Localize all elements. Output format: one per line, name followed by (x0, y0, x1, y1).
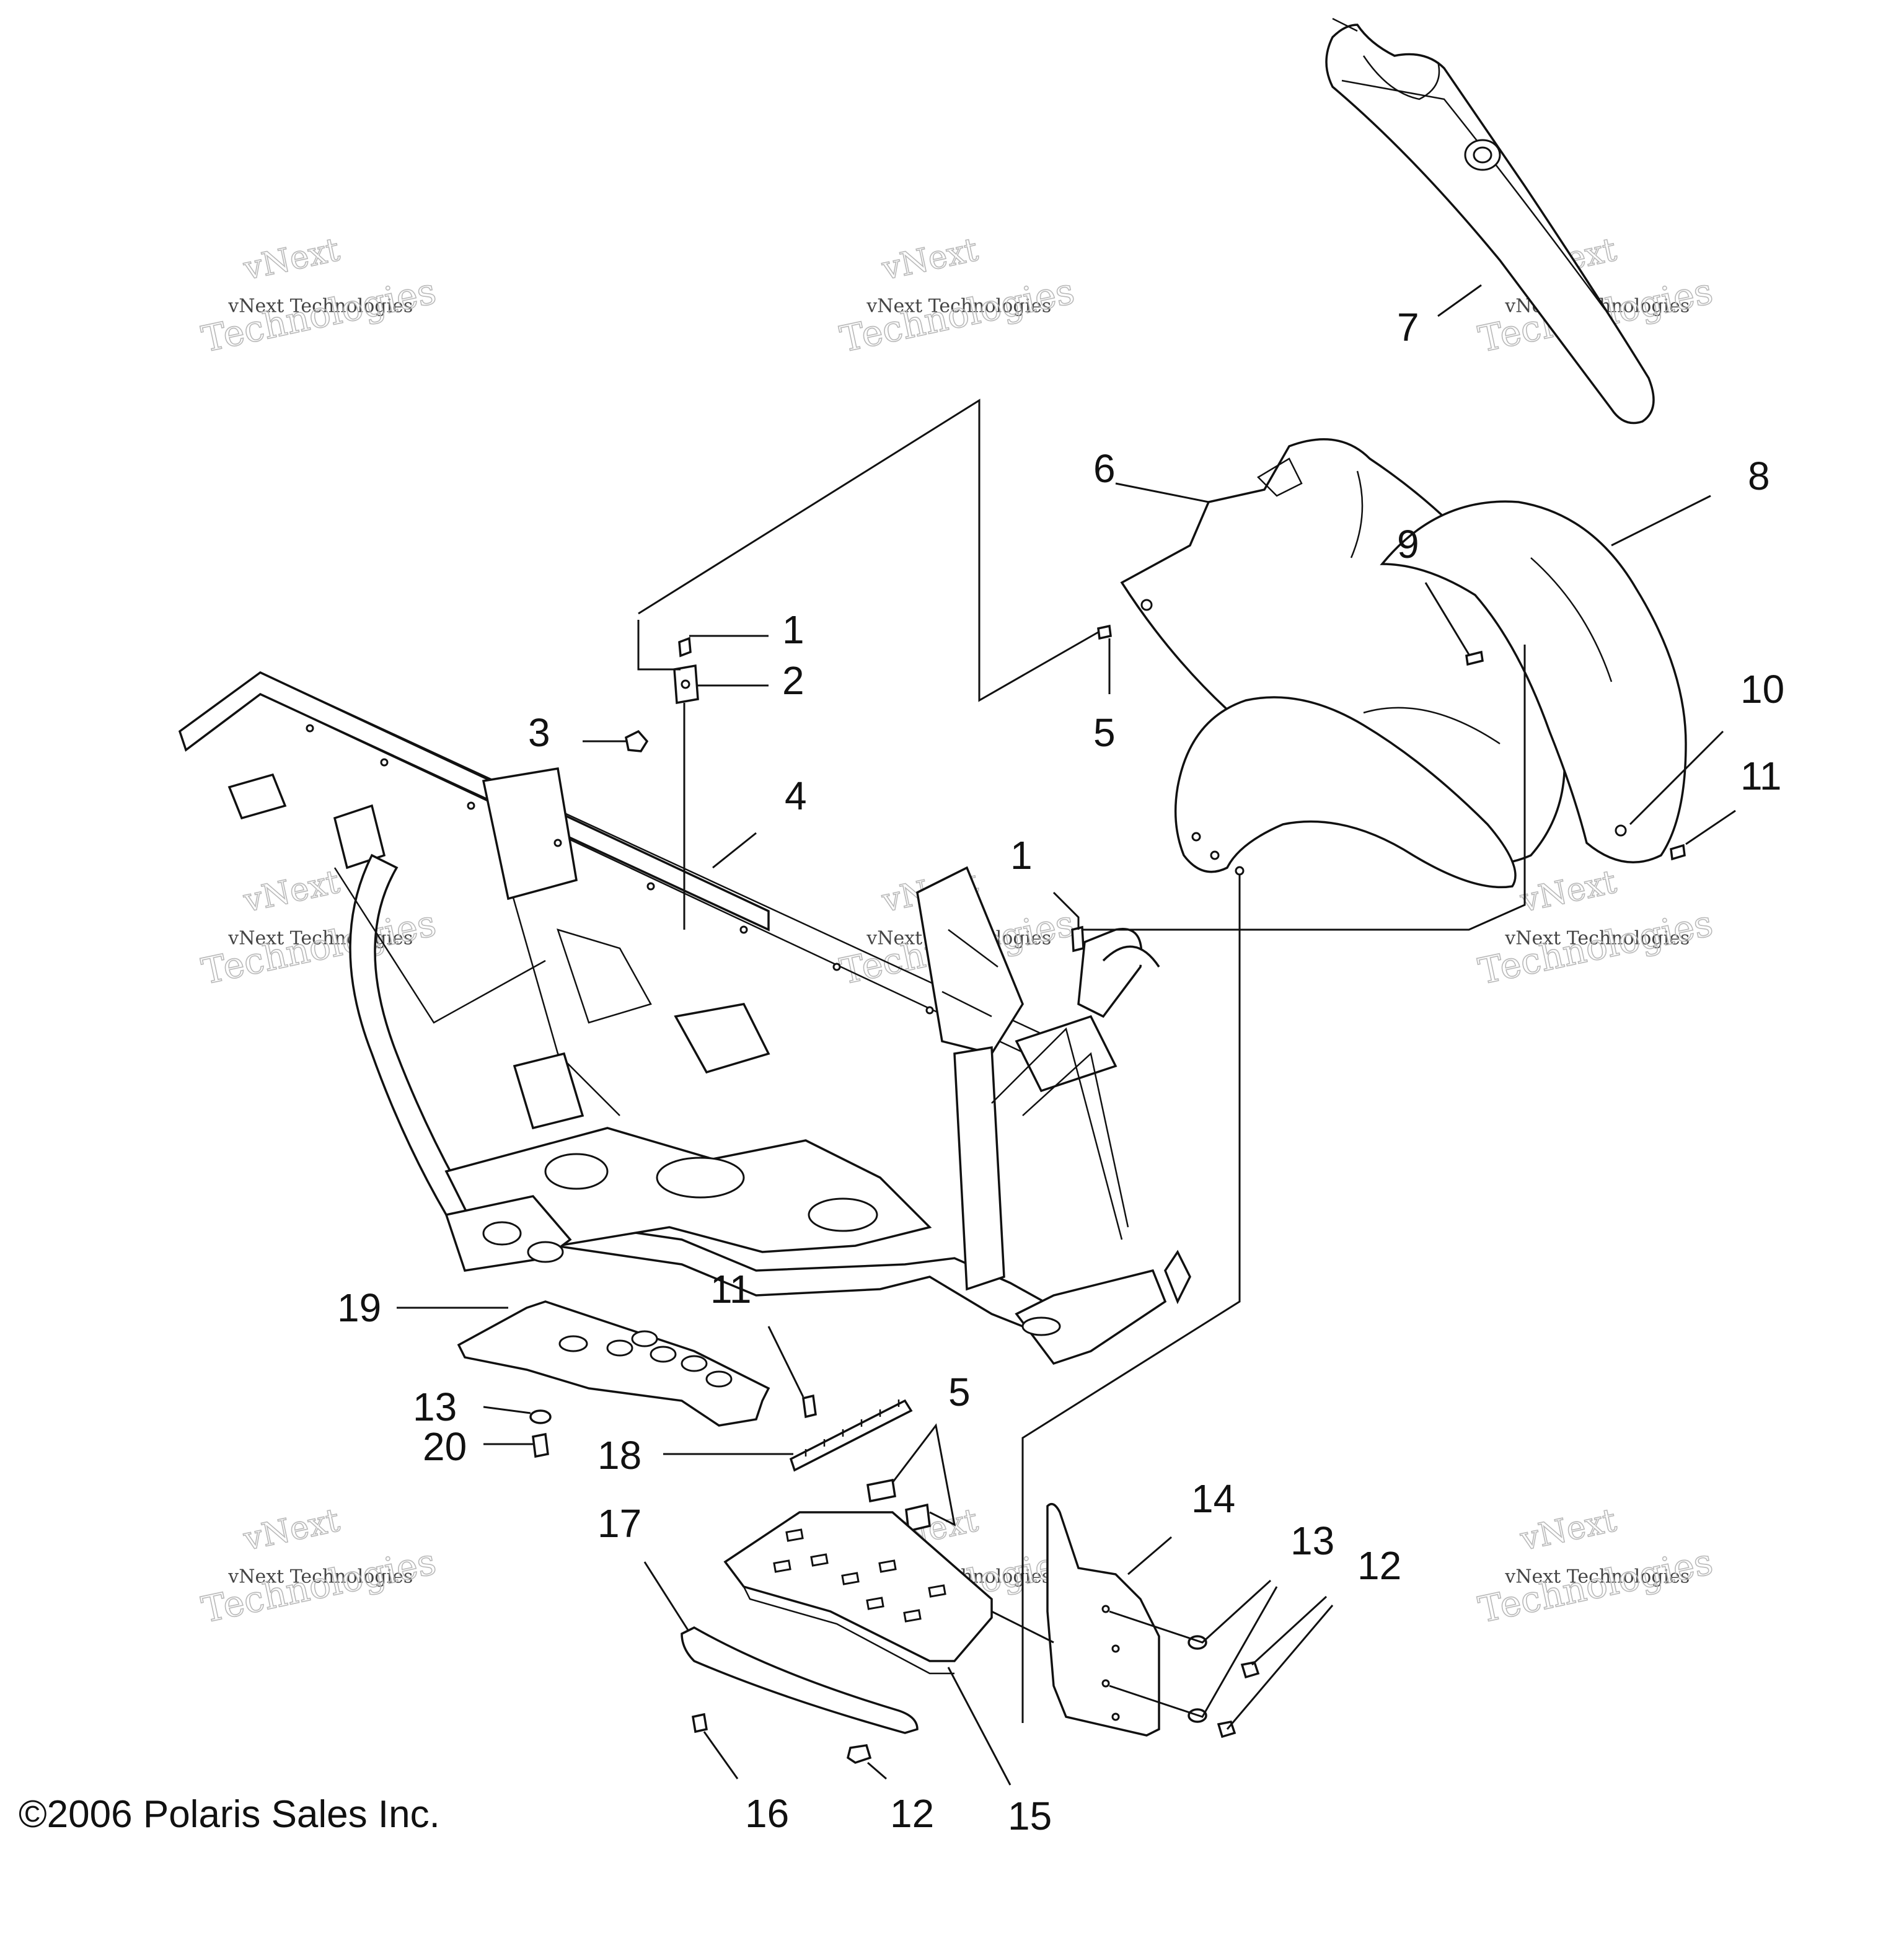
watermark-1: vNext vNext Technologies Technologies (198, 231, 440, 361)
svg-text:Technologies: Technologies (1475, 1540, 1717, 1631)
part-3-screw (625, 729, 649, 752)
callout-6: 6 (1093, 446, 1116, 491)
svg-text:vNext: vNext (878, 231, 981, 288)
callout-20: 20 (423, 1424, 467, 1469)
callout-13-left: 13 (413, 1385, 457, 1429)
svg-text:vNext Technologies: vNext Technologies (227, 1566, 413, 1588)
part-13-washer-a (529, 1409, 552, 1424)
callout-2: 2 (782, 658, 804, 703)
part-2-bracket (673, 664, 699, 705)
callout-17: 17 (597, 1501, 641, 1546)
svg-text:Technologies: Technologies (1475, 902, 1717, 992)
callout-5-lower: 5 (948, 1370, 971, 1414)
svg-text:vNext: vNext (240, 863, 343, 920)
watermark-9: vNext vNext Technologies Technologies (1474, 1501, 1717, 1631)
part-4-frame (178, 671, 1191, 1365)
svg-text:vNext: vNext (240, 1502, 343, 1558)
callout-8: 8 (1748, 454, 1770, 498)
callout-labels: 1 2 3 4 5 6 7 8 9 10 11 1 19 11 5 13 20 … (337, 305, 1784, 1838)
callout-1-lower: 1 (1010, 833, 1033, 878)
callout-7: 7 (1397, 305, 1419, 350)
callout-5-top: 5 (1093, 710, 1116, 755)
watermark-2: vNext vNext Technologies Technologies (836, 231, 1078, 361)
callout-14: 14 (1191, 1476, 1235, 1521)
callout-11-top: 11 (1740, 754, 1781, 798)
svg-text:vNext Technologies: vNext Technologies (227, 928, 413, 950)
svg-text:vNext Technologies: vNext Technologies (866, 296, 1051, 317)
callout-15: 15 (1008, 1794, 1052, 1838)
part-front-fender-left (1174, 696, 1517, 889)
part-5-screw-b (866, 1478, 931, 1533)
callout-4: 4 (785, 773, 807, 818)
part-16-screw (692, 1712, 708, 1734)
svg-text:vNext Technologies: vNext Technologies (227, 296, 413, 317)
callout-9: 9 (1397, 522, 1419, 566)
part-1-clip-b (1071, 925, 1085, 953)
part-17-trim-strip (681, 1626, 919, 1734)
part-14-mud-flap (1046, 1502, 1160, 1737)
callout-1-top: 1 (782, 607, 804, 652)
callout-10: 10 (1740, 667, 1784, 712)
callout-12-lower: 12 (890, 1791, 934, 1836)
part-8-rear-fender-right (1380, 500, 1687, 863)
svg-text:Technologies: Technologies (198, 270, 440, 360)
watermark-7: vNext vNext Technologies Technologies (198, 1501, 440, 1631)
part-15-footrest (723, 1511, 993, 1675)
part-12-nuts-b (1217, 1660, 1260, 1739)
svg-text:Technologies: Technologies (198, 902, 440, 992)
copyright-notice: ©2006 Polaris Sales Inc. (19, 1793, 440, 1836)
part-20-bolt (532, 1432, 549, 1458)
part-13-washers-b (1188, 1635, 1207, 1723)
svg-text:Technologies: Technologies (198, 1540, 440, 1631)
callout-16: 16 (745, 1791, 789, 1836)
part-11-screw-b (802, 1394, 817, 1419)
callout-3: 3 (528, 710, 550, 755)
svg-text:vNext: vNext (1517, 863, 1620, 920)
part-1-clip-a (678, 637, 692, 658)
part-5-screw-a (1097, 624, 1112, 640)
callout-19: 19 (337, 1285, 381, 1330)
svg-text:vNext: vNext (240, 231, 343, 288)
callout-11-lower: 11 (710, 1267, 751, 1311)
leader-lines (397, 284, 1736, 1786)
callout-12-right: 12 (1357, 1543, 1401, 1588)
callout-13-right: 13 (1290, 1518, 1334, 1563)
part-19-skid-plate (457, 1300, 770, 1427)
svg-text:vNext: vNext (1517, 1502, 1620, 1558)
callout-18: 18 (597, 1433, 641, 1478)
part-11-screw-a (1670, 844, 1686, 861)
svg-text:vNext Technologies: vNext Technologies (1504, 1566, 1690, 1588)
part-18-cable-strip (789, 1399, 913, 1472)
svg-text:vNext Technologies: vNext Technologies (1504, 928, 1690, 950)
svg-text:Technologies: Technologies (837, 270, 1078, 360)
part-7-top-cover (1325, 17, 1655, 425)
part-9-screw (1465, 650, 1484, 666)
part-12-nut-a (847, 1744, 872, 1764)
